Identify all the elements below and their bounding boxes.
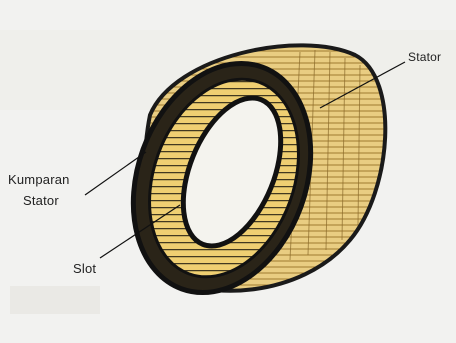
stator-winding-label-line1: Kumparan bbox=[8, 172, 70, 187]
slot-label: Slot bbox=[73, 261, 96, 276]
stator-label: Stator bbox=[408, 50, 441, 64]
stator-winding-label-line2: Stator bbox=[23, 193, 59, 208]
